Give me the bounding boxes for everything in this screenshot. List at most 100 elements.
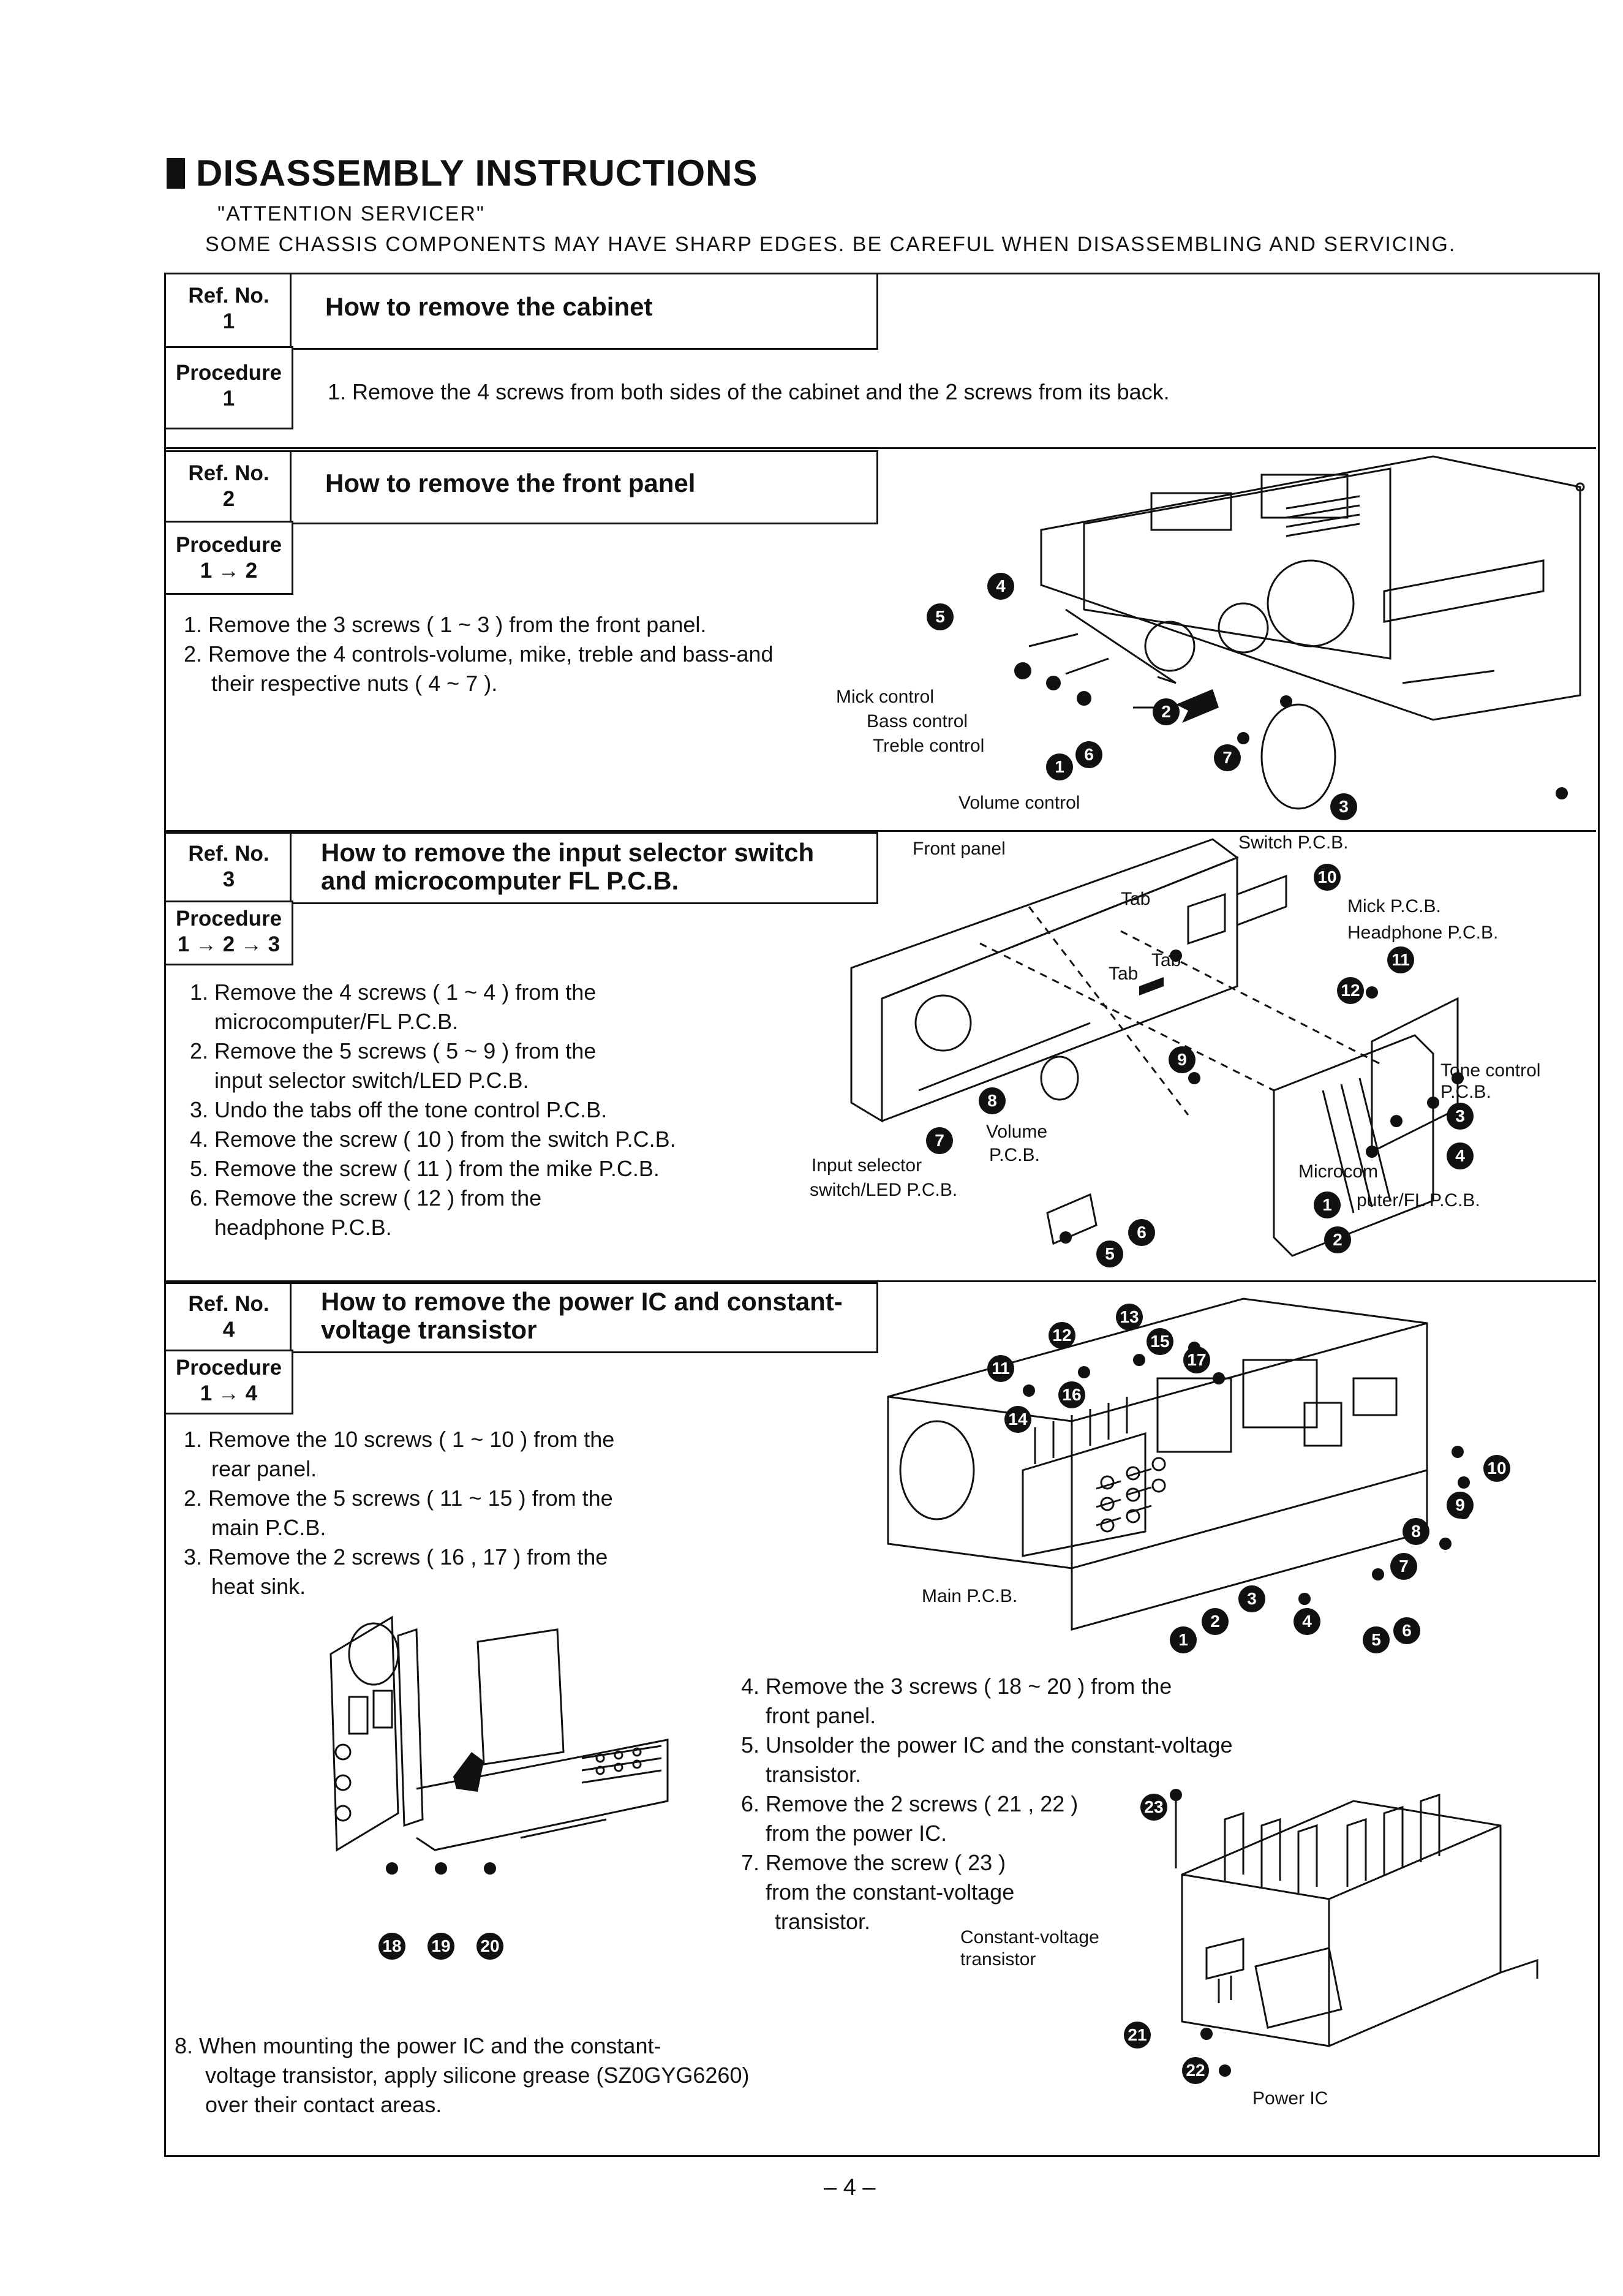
procedure-label: Procedure: [175, 907, 282, 931]
figure-label: Power IC: [1252, 2088, 1328, 2109]
figure-label: Main P.C.B.: [922, 1586, 1018, 1606]
callout-7: 7: [1390, 1553, 1417, 1580]
callout-19: 19: [427, 1933, 454, 1960]
ref-label: Ref. No.: [188, 842, 269, 866]
title-bullet: [167, 158, 185, 189]
step-text: 6. Remove the screw ( 12 ) from the: [190, 1185, 542, 1210]
ref-cell-4: Ref. No.4: [164, 1282, 293, 1353]
step-text: from the power IC.: [766, 1821, 947, 1846]
figure-label: Front panel: [913, 839, 1006, 859]
step-text: 1. Remove the 10 screws ( 1 ~ 10 ) from …: [184, 1427, 615, 1452]
ref-number: 3: [222, 867, 235, 891]
callout-5: 5: [927, 603, 954, 630]
instructions-frame: [164, 273, 1600, 2157]
callout-8: 8: [1403, 1518, 1429, 1545]
heading-cell-4: How to remove the power IC and constant-…: [290, 1282, 878, 1353]
callout-6: 6: [1128, 1219, 1155, 1246]
callout-7: 7: [926, 1127, 953, 1154]
step-text: 3. Undo the tabs off the tone control P.…: [190, 1097, 608, 1122]
figure-label: Input selector: [812, 1155, 922, 1176]
figure-label: Tab: [1151, 950, 1181, 970]
callout-4: 4: [987, 573, 1014, 600]
step-text: rear panel.: [211, 1456, 317, 1481]
callout-20: 20: [476, 1933, 503, 1960]
step-text: 6. Remove the 2 screws ( 21 , 22 ): [741, 1791, 1079, 1816]
step-text: 5. Remove the screw ( 11 ) from the mike…: [190, 1156, 660, 1181]
heat-sink-figure: [329, 1615, 669, 1875]
callout-4: 4: [1294, 1608, 1320, 1635]
callout-3: 3: [1238, 1585, 1265, 1612]
callout-9: 9: [1169, 1046, 1196, 1073]
callout-9: 9: [1447, 1492, 1474, 1519]
figure-label: Mick P.C.B.: [1347, 896, 1441, 916]
callout-11: 11: [1387, 946, 1414, 973]
callout-1: 1: [1046, 753, 1073, 780]
step-text: 2. Remove the 5 screws ( 5 ~ 9 ) from th…: [190, 1038, 597, 1063]
step-text: 1. Remove the 3 screws ( 1 ~ 3 ) from th…: [184, 612, 707, 637]
procedure-number: 1 → 4: [200, 1381, 258, 1405]
power-ic-figure: [1170, 1789, 1538, 2077]
figure-label: Treble control: [873, 736, 985, 756]
step-text: 4. Remove the screw ( 10 ) from the swit…: [190, 1127, 676, 1152]
figure-label: Tone control: [1440, 1060, 1541, 1081]
callout-6: 6: [1075, 741, 1102, 768]
step-text: microcomputer/FL P.C.B.: [214, 1009, 459, 1034]
callout-16: 16: [1058, 1381, 1085, 1408]
figure-label: Bass control: [867, 711, 968, 731]
figure-label: P.C.B.: [1440, 1082, 1491, 1102]
heading-cell-2: How to remove the front panel: [290, 450, 878, 524]
figure-label: Tab: [1109, 964, 1139, 984]
step-text: main P.C.B.: [211, 1515, 326, 1540]
callout-3: 3: [1447, 1103, 1474, 1130]
callout-5: 5: [1363, 1626, 1390, 1653]
figure-label: Switch P.C.B.: [1238, 833, 1349, 853]
step-text: 8. When mounting the power IC and the co…: [175, 2033, 661, 2058]
callout-18: 18: [378, 1933, 405, 1960]
figure-label: P.C.B.: [989, 1145, 1040, 1165]
figure-label: Headphone P.C.B.: [1347, 923, 1499, 943]
ref-cell-2: Ref. No.2: [164, 450, 293, 524]
section-divider: [164, 1280, 1596, 1282]
step-text: transistor.: [775, 1909, 871, 1934]
callout-2: 2: [1202, 1608, 1229, 1635]
section-heading: and microcomputer FL P.C.B.: [321, 866, 679, 895]
callout-1: 1: [1170, 1626, 1197, 1653]
callout-1: 1: [1314, 1191, 1341, 1218]
callout-21: 21: [1124, 2022, 1151, 2049]
figure-label: Constant-voltage: [960, 1927, 1099, 1947]
step-text: headphone P.C.B.: [214, 1215, 392, 1240]
figure-label: puter/FL P.C.B.: [1357, 1190, 1480, 1210]
ref-number: 4: [222, 1318, 235, 1342]
figure-label: Volume: [986, 1122, 1048, 1142]
figure-label: Volume control: [958, 793, 1080, 813]
step-text: transistor.: [766, 1762, 862, 1787]
page-title: DISASSEMBLY INSTRUCTIONS: [196, 153, 758, 194]
callout-10: 10: [1483, 1455, 1510, 1482]
section-heading: How to remove the input selector switch: [321, 838, 815, 867]
callout-14: 14: [1004, 1406, 1031, 1433]
step-text: 3. Remove the 2 screws ( 16 , 17 ) from …: [184, 1544, 608, 1569]
attention-warning: SOME CHASSIS COMPONENTS MAY HAVE SHARP E…: [205, 233, 1456, 256]
section-heading: How to remove the power IC and constant-: [321, 1287, 843, 1316]
callout-3: 3: [1330, 793, 1357, 820]
callout-2: 2: [1324, 1226, 1351, 1253]
section-heading: voltage transistor: [321, 1315, 537, 1344]
step-text: their respective nuts ( 4 ~ 7 ).: [211, 671, 498, 696]
callout-23: 23: [1140, 1794, 1167, 1821]
figure-label: Tab: [1121, 889, 1151, 909]
callout-11: 11: [987, 1355, 1014, 1382]
main-pcb-figure: [887, 1297, 1470, 1631]
callout-4: 4: [1447, 1142, 1474, 1169]
step-text: 2. Remove the 5 screws ( 11 ~ 15 ) from …: [184, 1486, 613, 1511]
figure-label: Microcom: [1298, 1161, 1379, 1182]
callout-12: 12: [1049, 1322, 1075, 1349]
callout-7: 7: [1214, 744, 1241, 771]
attention-heading: "ATTENTION SERVICER": [217, 202, 485, 225]
section-divider: [164, 447, 1596, 449]
step-text: 7. Remove the screw ( 23 ): [741, 1850, 1006, 1875]
callout-5: 5: [1096, 1241, 1123, 1267]
ref-cell-3: Ref. No.3: [164, 832, 293, 904]
step-text: 2. Remove the 4 controls-volume, mike, t…: [184, 641, 774, 667]
